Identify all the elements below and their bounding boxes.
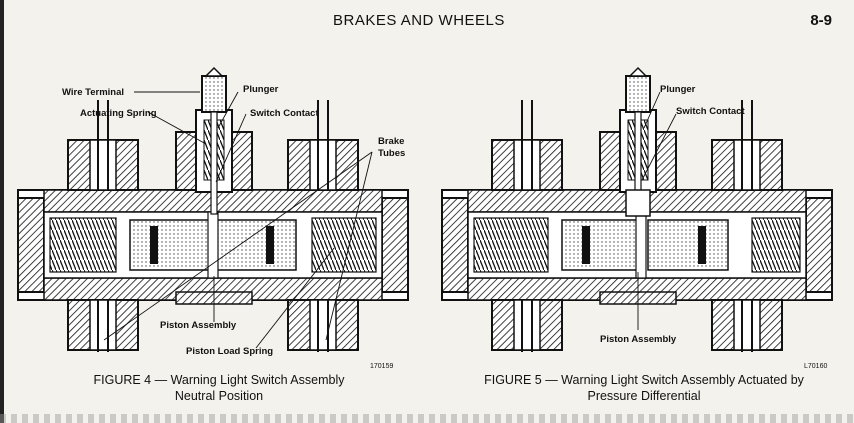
label-wire-terminal: Wire Terminal [62, 87, 124, 98]
figure-4-diagram [17, 66, 409, 352]
label-piston-assembly-fig5: Piston Assembly [600, 334, 677, 345]
label-actuating-spring: Actuating Spring [80, 108, 157, 119]
page-header: BRAKES AND WHEELS 8-9 [0, 12, 854, 36]
figure-4-caption-line1: FIGURE 4 — Warning Light Switch Assembly [93, 373, 345, 387]
figure-4-code: 170159 [370, 363, 393, 370]
label-tubes: Tubes [378, 148, 405, 159]
section-title: BRAKES AND WHEELS [333, 12, 505, 29]
figure-5-code: L70160 [804, 363, 827, 370]
label-brake: Brake [378, 136, 404, 147]
label-plunger-fig4: Plunger [243, 84, 279, 95]
figure-4-caption: FIGURE 4 — Warning Light Switch Assembly… [64, 372, 374, 404]
figure-4-caption-line2: Neutral Position [174, 389, 264, 403]
page-number: 8-9 [810, 12, 832, 29]
figure-5-caption-line2: Pressure Differential [587, 389, 701, 403]
page-edge [0, 0, 4, 423]
next-line-text-fragment [0, 414, 854, 423]
figure-5-diagram [441, 66, 833, 352]
label-piston-load-spring: Piston Load Spring [186, 346, 273, 357]
label-switch-contact-fig4: Switch Contact [250, 108, 319, 119]
figure-5-caption: FIGURE 5 — Warning Light Switch Assembly… [454, 372, 834, 404]
label-piston-assembly-fig4: Piston Assembly [160, 320, 237, 331]
label-switch-contact-fig5: Switch Contact [676, 106, 745, 117]
diagrams: Wire Terminal Actuating Spring Plunger S… [17, 66, 833, 370]
figure-5-caption-line1: FIGURE 5 — Warning Light Switch Assembly… [484, 373, 804, 387]
label-plunger-fig5: Plunger [660, 84, 696, 95]
